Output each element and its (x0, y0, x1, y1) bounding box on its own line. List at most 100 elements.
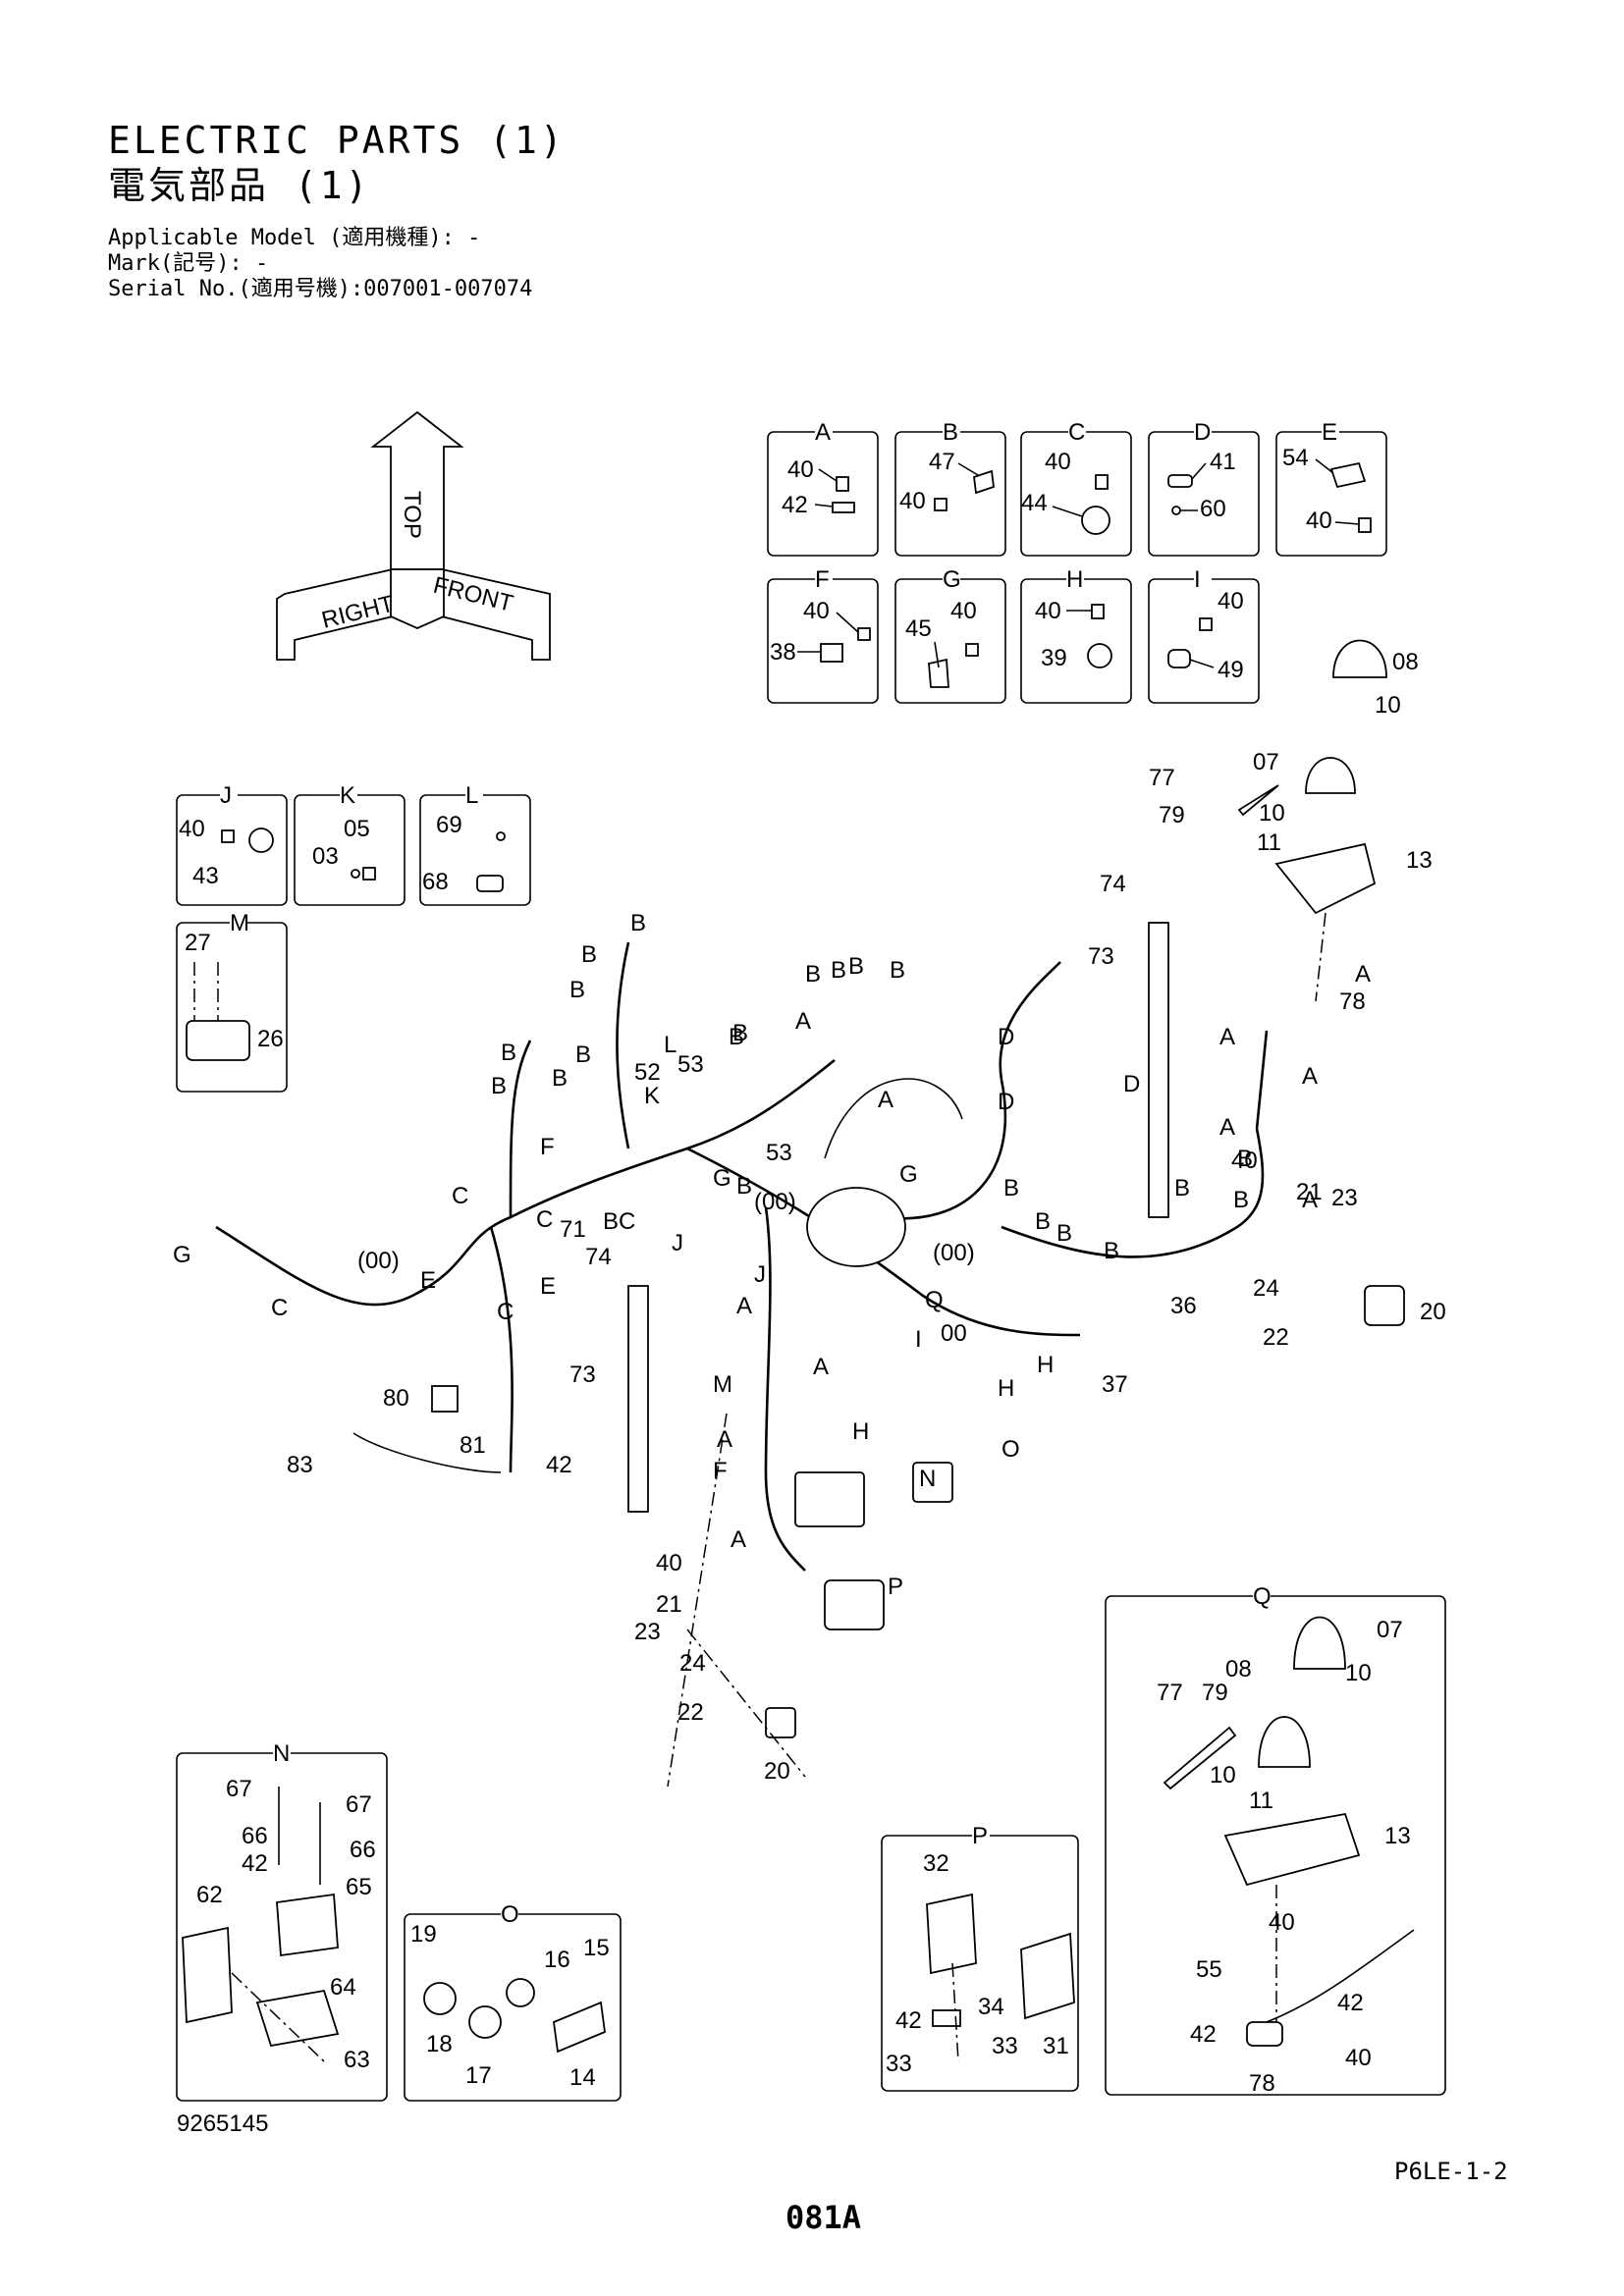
figure-code: 9265145 (177, 2110, 269, 2137)
detail-box-e: E 54 40 (1275, 419, 1387, 557)
svg-text:B: B (1233, 1187, 1249, 1213)
svg-text:D: D (1194, 419, 1211, 446)
svg-text:80: 80 (383, 1385, 409, 1412)
svg-text:74: 74 (585, 1244, 612, 1270)
mark: Mark(記号): - (108, 251, 269, 276)
svg-text:23: 23 (1331, 1185, 1358, 1211)
svg-text:47: 47 (929, 449, 955, 475)
svg-text:55: 55 (1196, 1956, 1222, 1983)
svg-text:52: 52 (634, 1059, 661, 1086)
svg-text:40: 40 (899, 488, 926, 514)
svg-text:32: 32 (923, 1850, 949, 1877)
svg-text:A: A (717, 1426, 732, 1453)
svg-text:10: 10 (1259, 800, 1285, 827)
svg-text:N: N (273, 1740, 290, 1767)
svg-text:K: K (644, 1083, 660, 1109)
svg-text:42: 42 (1337, 1990, 1364, 2016)
svg-text:(00): (00) (933, 1240, 975, 1266)
svg-text:10: 10 (1210, 1762, 1236, 1789)
svg-text:16: 16 (544, 1947, 570, 1973)
svg-text:15: 15 (583, 1935, 610, 1961)
svg-text:(00): (00) (754, 1189, 796, 1215)
svg-text:F: F (713, 1458, 728, 1484)
svg-text:24: 24 (679, 1650, 706, 1677)
svg-text:40: 40 (179, 816, 205, 842)
svg-text:B: B (943, 419, 958, 446)
svg-text:10: 10 (1345, 1660, 1372, 1686)
svg-text:B: B (805, 961, 821, 988)
svg-text:67: 67 (226, 1776, 252, 1802)
detail-box-f: F 40 38 (767, 566, 879, 704)
svg-text:66: 66 (242, 1823, 268, 1849)
svg-text:I: I (1194, 566, 1201, 593)
svg-text:B: B (552, 1065, 568, 1092)
svg-text:C: C (536, 1206, 553, 1233)
svg-text:13: 13 (1384, 1823, 1411, 1849)
svg-text:40: 40 (787, 456, 814, 483)
svg-text:64: 64 (330, 1974, 356, 2001)
orientation-indicator: TOP RIGHT FRONT (276, 410, 551, 661)
svg-text:B: B (890, 957, 905, 984)
svg-text:27: 27 (185, 930, 211, 956)
svg-text:A: A (815, 419, 831, 446)
detail-box-o: O 19 15 16 18 17 14 (404, 1901, 622, 2102)
main-harness (215, 922, 1405, 1738)
svg-text:A: A (1355, 961, 1371, 988)
detail-box-q: Q 07 08 10 77 79 10 11 13 40 55 42 42 40… (1105, 1583, 1446, 2097)
detail-box-k: K 05 03 (294, 782, 406, 906)
svg-text:D: D (998, 1089, 1014, 1115)
detail-box-g: G 40 45 (894, 566, 1006, 704)
title-japanese: 電気部品 (1) (108, 164, 371, 207)
svg-text:63: 63 (344, 2047, 370, 2073)
svg-text:40: 40 (1231, 1148, 1258, 1174)
svg-text:40: 40 (1035, 598, 1061, 624)
svg-text:O: O (501, 1901, 519, 1928)
sheet-code: P6LE-1-2 (1394, 2158, 1508, 2185)
detail-box-n: N 67 67 66 66 42 62 65 64 63 (176, 1740, 388, 2102)
svg-text:F: F (815, 566, 830, 593)
svg-text:A: A (1302, 1063, 1318, 1090)
svg-text:C: C (452, 1183, 468, 1209)
svg-text:40: 40 (656, 1550, 682, 1576)
svg-text:Q: Q (1253, 1583, 1272, 1610)
svg-text:53: 53 (677, 1051, 704, 1078)
svg-text:40: 40 (1306, 507, 1332, 534)
svg-text:78: 78 (1249, 2070, 1275, 2097)
svg-text:H: H (852, 1418, 869, 1445)
svg-text:78: 78 (1339, 988, 1366, 1015)
svg-text:42: 42 (895, 2007, 922, 2034)
svg-text:18: 18 (426, 2031, 453, 2057)
title-english: ELECTRIC PARTS (1) (108, 119, 566, 162)
svg-text:C: C (1068, 419, 1085, 446)
svg-text:71: 71 (560, 1216, 586, 1243)
svg-text:G: G (713, 1165, 731, 1192)
svg-text:26: 26 (257, 1026, 284, 1052)
detail-box-d: D 41 60 (1148, 419, 1260, 557)
svg-text:42: 42 (546, 1452, 572, 1478)
svg-text:C: C (497, 1299, 514, 1325)
svg-text:33: 33 (886, 2051, 912, 2077)
svg-text:37: 37 (1102, 1371, 1128, 1398)
svg-text:BC: BC (603, 1208, 635, 1235)
svg-text:36: 36 (1170, 1293, 1197, 1319)
svg-text:A: A (813, 1354, 829, 1380)
svg-text:B: B (569, 977, 585, 1003)
svg-text:00: 00 (941, 1320, 967, 1347)
detail-box-l: L 69 68 (419, 782, 531, 906)
svg-text:08: 08 (1392, 649, 1419, 675)
svg-text:J: J (220, 782, 232, 809)
svg-text:P: P (888, 1574, 903, 1600)
svg-text:B: B (1056, 1220, 1072, 1247)
svg-text:83: 83 (287, 1452, 313, 1478)
svg-text:B: B (736, 1173, 752, 1200)
svg-text:A: A (736, 1293, 752, 1319)
serial-number: Serial No.(適用号機):007001-007074 (108, 277, 533, 301)
svg-text:B: B (1104, 1238, 1119, 1264)
svg-text:03: 03 (312, 843, 339, 870)
detail-box-a: A 40 42 (767, 419, 879, 557)
svg-text:(00): (00) (357, 1248, 400, 1274)
detail-box-c: C 40 44 (1020, 419, 1132, 557)
svg-text:41: 41 (1210, 449, 1236, 475)
svg-text:D: D (998, 1024, 1014, 1050)
svg-text:68: 68 (422, 869, 449, 895)
